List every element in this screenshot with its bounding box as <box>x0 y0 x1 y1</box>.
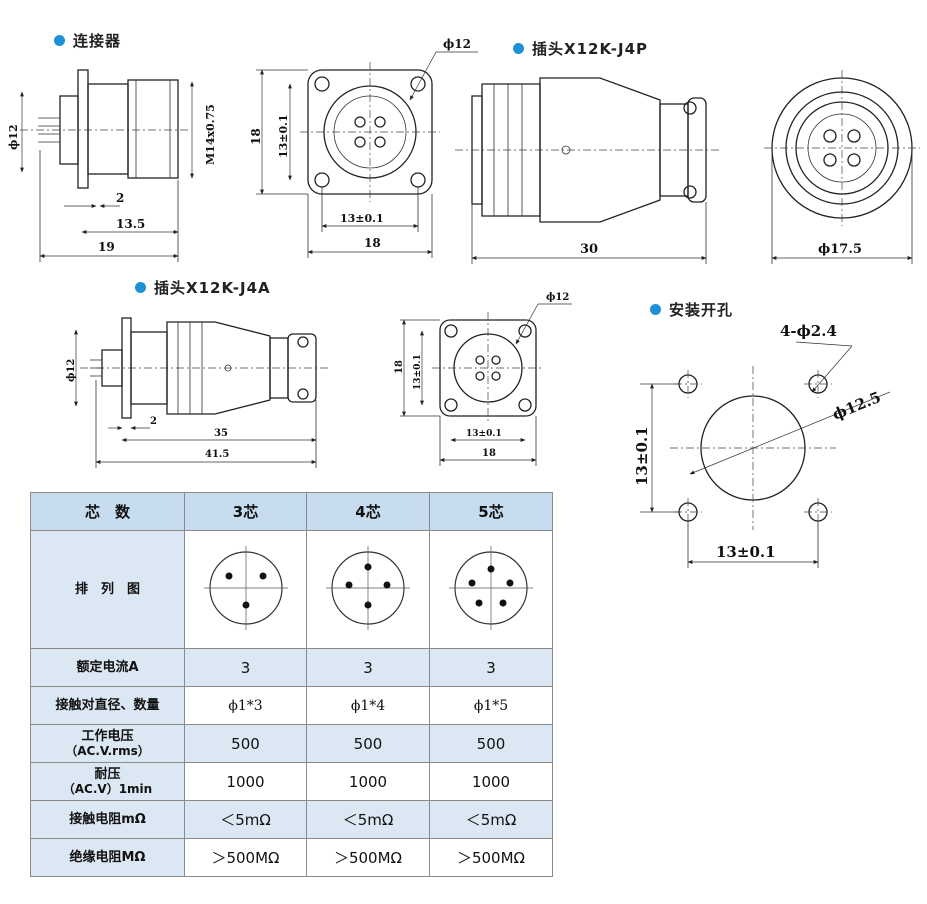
table-row-layout: 排 列 图 <box>30 530 553 649</box>
cell: ＞500MΩ <box>306 838 430 877</box>
connector-side-view: ϕ12 M14x0.75 2 13.5 19 <box>7 69 217 262</box>
bullet-icon <box>135 282 146 293</box>
pin-diagram-3-icon <box>203 545 288 630</box>
cell: ＜5mΩ <box>306 800 430 839</box>
plug-j4p-side-view: 30 <box>455 77 720 264</box>
pin-layout-3 <box>184 530 307 649</box>
dim-4phi2-4: 4-ϕ2.4 <box>780 322 837 340</box>
bullet-icon <box>54 35 65 46</box>
cell: ＞500MΩ <box>184 838 307 877</box>
mount-hole-view: 4-ϕ2.4 ϕ12.5 13±0.1 13±0.1 <box>633 322 891 568</box>
cell: ＜5mΩ <box>184 800 307 839</box>
dim-19: 19 <box>98 240 115 254</box>
header-4core: 4芯 <box>306 492 430 531</box>
cell: 500 <box>429 724 553 763</box>
dim-phi12-j4a-front: ϕ12 <box>546 292 569 303</box>
row-label-insulation: 绝缘电阻MΩ <box>30 838 185 877</box>
dim-13tol-j4a-h: 13±0.1 <box>466 429 502 439</box>
row-label-contacts: 接触对直径、数量 <box>30 686 185 725</box>
cell: ＜5mΩ <box>429 800 553 839</box>
dim-13tol-v: 13±0.1 <box>277 114 290 158</box>
table-header-row: 芯 数 3芯 4芯 5芯 <box>30 492 553 531</box>
dim-13tol-h: 13±0.1 <box>340 212 384 225</box>
plug-j4a-side-view: ϕ12 2 35 41.5 <box>66 317 330 468</box>
table-row: 接触对直径、数量 ϕ1*3 ϕ1*4 ϕ1*5 <box>30 686 553 725</box>
dim-18-v: 18 <box>249 128 263 145</box>
row-label-voltage: 工作电压（AC.V.rms） <box>30 724 185 763</box>
dim-41-5: 41.5 <box>205 449 229 460</box>
table-row: 额定电流A 3 3 3 <box>30 648 553 687</box>
dim-13tol-mount-v: 13±0.1 <box>633 426 651 486</box>
row-label-current: 额定电流A <box>30 648 185 687</box>
dim-phi17-5: ϕ17.5 <box>818 242 862 257</box>
cell: ϕ1*4 <box>306 686 430 725</box>
pin-diagram-4-icon <box>326 545 410 630</box>
dim-13-5: 13.5 <box>116 217 145 231</box>
dim-m14: M14x0.75 <box>204 104 217 165</box>
pin-diagram-5-icon <box>449 545 533 630</box>
dim-phi12: ϕ12 <box>7 124 20 150</box>
connector-front-view: ϕ12 18 13±0.1 13±0.1 18 <box>249 37 478 258</box>
plug-j4p-front-view: ϕ17.5 <box>764 70 920 264</box>
row-label-contact-resistance: 接触电阻mΩ <box>30 800 185 839</box>
cell: 3 <box>429 648 553 687</box>
dim-18-h: 18 <box>364 236 381 250</box>
cell: 1000 <box>429 762 553 801</box>
cell: ＞500MΩ <box>429 838 553 877</box>
pin-layout-5 <box>429 530 553 649</box>
dim-2-j4a: 2 <box>150 416 157 427</box>
title-plug-j4a: 插头X12K-J4A <box>135 277 271 298</box>
title-plug-j4p: 插头X12K-J4P <box>513 38 648 59</box>
table-row: 耐压（AC.V）1min 1000 1000 1000 <box>30 762 553 801</box>
dim-2: 2 <box>116 191 124 205</box>
cell: ϕ1*5 <box>429 686 553 725</box>
cell: 500 <box>184 724 307 763</box>
table-row: 绝缘电阻MΩ ＞500MΩ ＞500MΩ ＞500MΩ <box>30 838 553 877</box>
dim-13tol-j4a-v: 13±0.1 <box>413 354 423 390</box>
cell: 500 <box>306 724 430 763</box>
header-5core: 5芯 <box>429 492 553 531</box>
cell: ϕ1*3 <box>184 686 307 725</box>
dim-35: 35 <box>214 428 228 439</box>
dim-18-j4a-h: 18 <box>482 448 496 459</box>
title-connector: 连接器 <box>54 30 121 51</box>
row-label-layout: 排 列 图 <box>30 530 185 649</box>
header-3core: 3芯 <box>184 492 307 531</box>
row-label-withstand: 耐压（AC.V）1min <box>30 762 185 801</box>
dim-phi12-j4a: ϕ12 <box>66 359 77 382</box>
dim-30: 30 <box>580 242 598 257</box>
table-row: 接触电阻mΩ ＜5mΩ ＜5mΩ ＜5mΩ <box>30 800 553 839</box>
dim-phi12-front: ϕ12 <box>443 37 471 51</box>
header-cores: 芯 数 <box>30 492 185 531</box>
cell: 3 <box>184 648 307 687</box>
dim-phi12-5: ϕ12.5 <box>830 388 884 424</box>
cell: 1000 <box>306 762 430 801</box>
bullet-icon <box>513 43 524 54</box>
table-row: 工作电压（AC.V.rms） 500 500 500 <box>30 724 553 763</box>
dim-13tol-mount-h: 13±0.1 <box>716 543 776 561</box>
bullet-icon <box>650 304 661 315</box>
title-mount-hole: 安装开孔 <box>650 299 733 320</box>
dim-18-j4a-v: 18 <box>394 360 405 374</box>
pin-layout-4 <box>306 530 430 649</box>
spec-table: 芯 数 3芯 4芯 5芯 排 列 图 <box>30 492 553 877</box>
cell: 1000 <box>184 762 307 801</box>
plug-j4a-front-view: ϕ12 18 13±0.1 13±0.1 18 <box>394 292 572 466</box>
cell: 3 <box>306 648 430 687</box>
